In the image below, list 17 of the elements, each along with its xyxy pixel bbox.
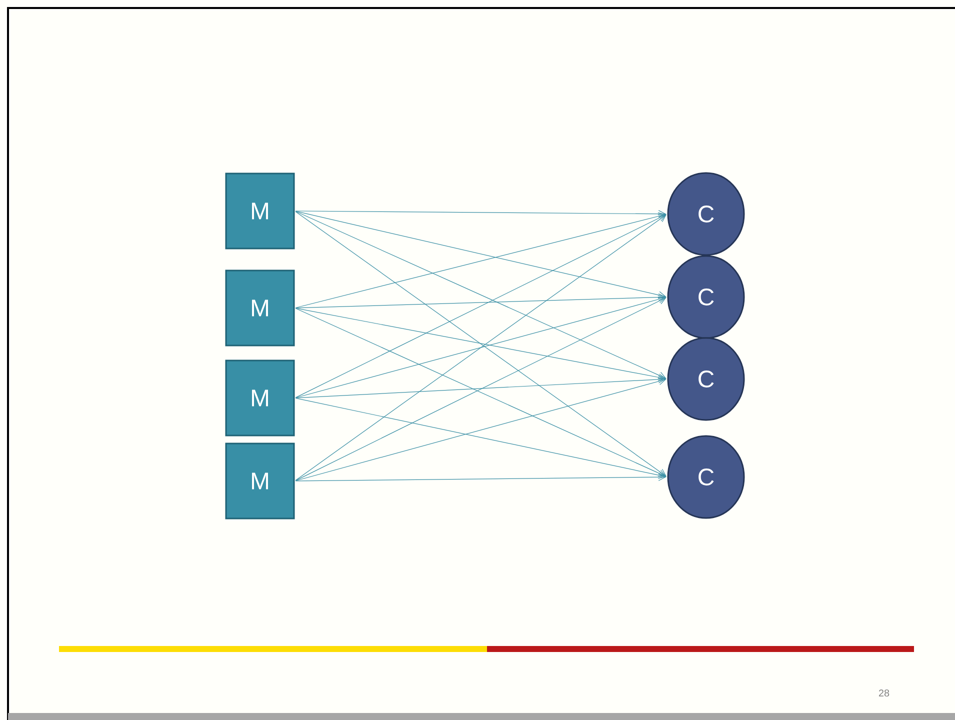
square-box: M	[225, 442, 295, 520]
arrow	[295, 210, 666, 218]
arrow	[295, 473, 666, 482]
arrow	[295, 308, 666, 382]
circle-node: C	[667, 255, 745, 339]
circle-node: C	[667, 435, 745, 519]
page-number: 28	[878, 689, 890, 697]
arrow	[295, 398, 666, 479]
arrow	[295, 376, 666, 398]
arrow	[295, 293, 666, 308]
arrow	[295, 296, 666, 398]
square-box: M	[225, 270, 295, 346]
arrow	[295, 378, 666, 482]
square-box: M	[225, 172, 295, 250]
circle-node: C	[667, 337, 745, 421]
square-box: M	[225, 360, 295, 436]
circle-node: C	[667, 172, 745, 256]
